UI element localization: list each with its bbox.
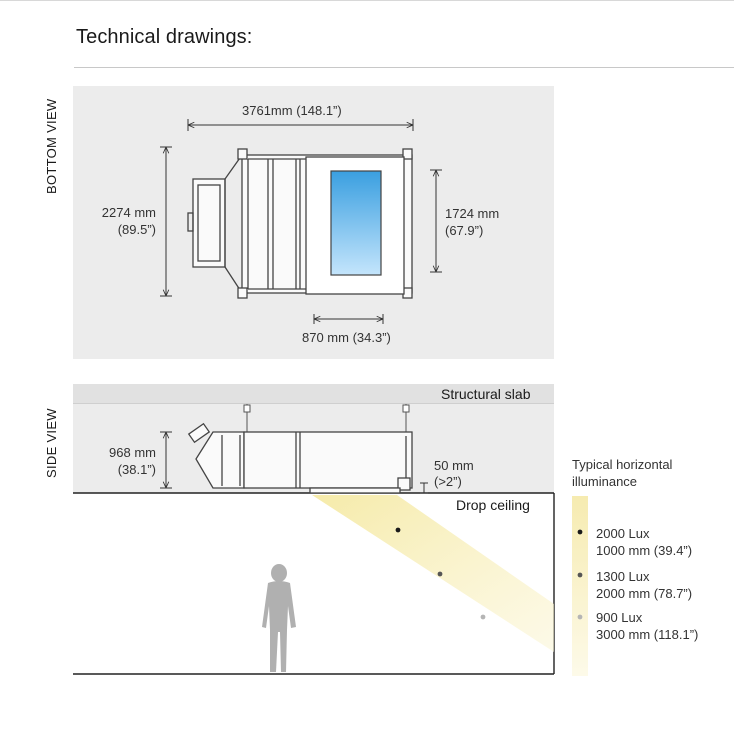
- legend-dot-900lux: [577, 614, 583, 620]
- dim-height-mm: 968 mm: [109, 445, 156, 460]
- structural-slab-label: Structural slab: [441, 386, 531, 402]
- light-beam: [312, 495, 554, 652]
- dim-inner-in: (67.9”): [445, 223, 484, 238]
- dim-inner-mm: 1724 mm: [445, 206, 500, 221]
- person-silhouette: [262, 564, 296, 672]
- unit-side-outline: [187, 422, 413, 494]
- illuminance-legend: [572, 496, 588, 676]
- legend-gradient-bar: [572, 496, 588, 676]
- title-divider: [74, 67, 734, 68]
- drop-ceiling-label: Drop ceiling: [456, 497, 530, 513]
- dim-width-in: (89.5”): [117, 222, 156, 237]
- bottom-view-panel: [73, 86, 554, 359]
- dim-length: 3761mm (148.1”): [242, 103, 342, 118]
- dim-gap-mm: 50 mm: [434, 458, 474, 473]
- dim-gap-in: (>2”): [434, 474, 462, 489]
- legend-title-line1: Typical horizontal: [572, 457, 673, 472]
- top-border: [0, 0, 734, 1]
- legend-dot-2000lux: [577, 529, 583, 535]
- legend-item-distance: 1000 mm (39.4”): [596, 543, 693, 558]
- intensity-dot-1000mm: [395, 527, 401, 533]
- legend-item-lux: 900 Lux: [596, 610, 643, 625]
- page-title: Technical drawings:: [76, 26, 253, 48]
- legend-title-line2: illuminance: [572, 474, 638, 489]
- dim-width-mm: 2274 mm: [101, 205, 156, 220]
- legend-item-lux: 1300 Lux: [596, 569, 650, 584]
- legend-dot-1300lux: [577, 572, 583, 578]
- side-view-panel: [73, 384, 555, 675]
- dim-height-in: (38.1”): [117, 462, 156, 477]
- dim-module: 870 mm (34.3”): [302, 330, 391, 345]
- legend-item-distance: 2000 mm (78.7”): [596, 586, 693, 601]
- intensity-dot-2000mm: [437, 571, 443, 577]
- legend-item-distance: 3000 mm (118.1”): [596, 627, 699, 642]
- intensity-dot-3000mm: [480, 614, 486, 620]
- skylight-window: [330, 170, 382, 276]
- legend-item-lux: 2000 Lux: [596, 526, 650, 541]
